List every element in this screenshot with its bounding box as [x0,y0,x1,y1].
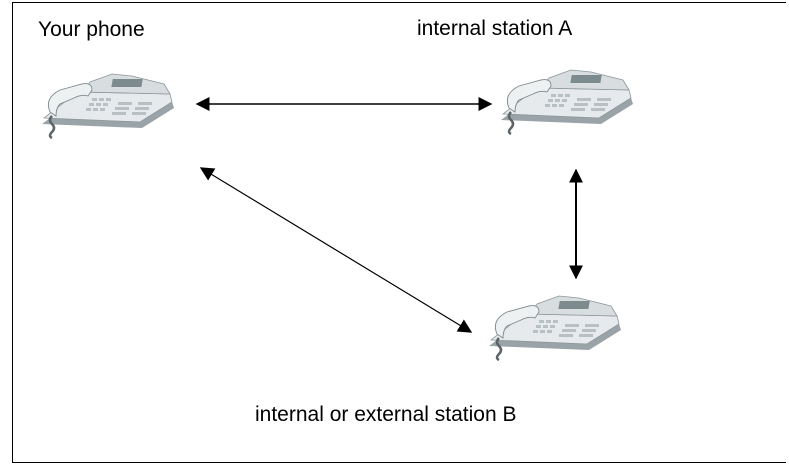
phone-station-b-icon [487,294,623,362]
label-station-a: internal station A [417,17,573,40]
arrow-your-phone-station-b [199,167,473,333]
label-your-phone: Your phone [38,18,145,41]
phone-station-a-icon [499,68,635,136]
label-station-b: internal or external station B [255,403,517,426]
phone-your-phone-icon [40,72,176,140]
